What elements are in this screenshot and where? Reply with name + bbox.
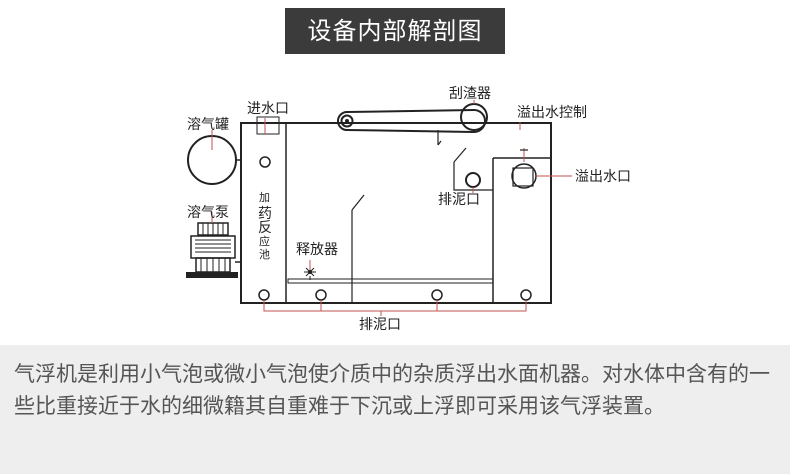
bottom-sludge-outlet-1-icon <box>258 289 270 301</box>
reaction-tank-char-3: 反 <box>258 220 272 236</box>
releaser-pipe <box>287 278 494 284</box>
bottom-sludge-bracket <box>263 300 527 312</box>
water-inlet-label: 进水口 <box>247 101 289 117</box>
inner-baffle-top <box>351 194 365 211</box>
page-title: 设备内部解剖图 <box>285 8 505 54</box>
sludge-outlet-upper-icon <box>465 172 481 188</box>
dissolved-pump-label: 溶气泵 <box>187 205 229 221</box>
inlet-port-icon <box>259 156 271 168</box>
bottom-sludge-outlet-3-icon <box>431 289 443 301</box>
overflow-control-label: 溢出水控制 <box>517 105 587 121</box>
scraper-wheel-left-icon <box>340 114 354 128</box>
scraper-belt <box>337 108 486 134</box>
reaction-tank-char-4: 应 <box>259 234 270 248</box>
overflow-outlet-label: 溢出水口 <box>575 169 631 185</box>
bottom-sludge-outlet-2-icon <box>315 289 327 301</box>
bottom-sludge-outlet-label: 排泥口 <box>359 317 401 333</box>
scraper-blade-tip <box>437 140 442 146</box>
dissolved-tank-label: 溶气罐 <box>187 117 229 133</box>
tank-body <box>240 122 552 304</box>
releaser-icon <box>304 267 316 277</box>
sludge-weir <box>453 162 493 191</box>
reaction-tank-char-2: 药 <box>258 206 272 222</box>
reaction-tank-char-1: 加 <box>259 191 270 204</box>
releaser-label: 释放器 <box>296 242 338 258</box>
scraper-wheel-right-icon <box>460 103 488 131</box>
equipment-diagram: 溶气罐 进水口 刮渣器 溢出水控制 溢出水口 排泥口 溶气泵 释放器 排泥口 加… <box>186 86 631 333</box>
dissolved-pump-icon <box>186 222 241 278</box>
scraper-axle-icon <box>345 119 349 123</box>
inlet-pipe <box>256 116 280 135</box>
bottom-sludge-outlet-4-icon <box>520 289 532 301</box>
overflow-valve <box>512 167 534 187</box>
sludge-outlet-upper-label: 排泥口 <box>438 192 480 208</box>
sludge-baffle <box>453 147 467 163</box>
description-text: 气浮机是利用小气泡或微小气泡使介质中的杂质浮出水面机器。对水体中含有的一些比重接… <box>0 345 790 474</box>
scraper-label: 刮渣器 <box>449 86 491 102</box>
reaction-tank-char-5: 池 <box>259 248 270 261</box>
